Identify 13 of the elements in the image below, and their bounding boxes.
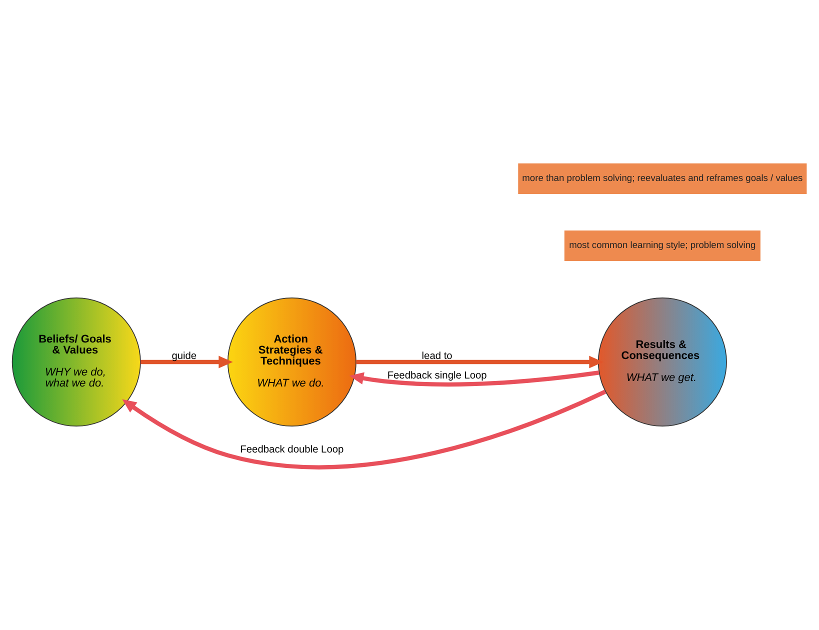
edge-label: guide bbox=[172, 350, 197, 362]
edge-label: lead to bbox=[422, 350, 452, 362]
node-circle: Beliefs/ Goals & Values WHY we do, what we do. bbox=[12, 297, 141, 426]
arrow bbox=[140, 355, 233, 368]
label: most common learning style; problem solving bbox=[569, 240, 756, 250]
arrow bbox=[349, 370, 600, 386]
edge-label: Feedback double Loop bbox=[240, 444, 344, 455]
arrow bbox=[356, 355, 604, 368]
edge-label: Feedback single Loop bbox=[387, 370, 487, 382]
arrow bbox=[122, 389, 606, 469]
node-circle: Action Strategies & Techniques WHAT we do. bbox=[227, 297, 356, 426]
node-circle: Results & Consequences WHAT we get. bbox=[598, 297, 727, 426]
label: more than problem solving; reevaluates and reframes goals / values bbox=[522, 172, 803, 183]
